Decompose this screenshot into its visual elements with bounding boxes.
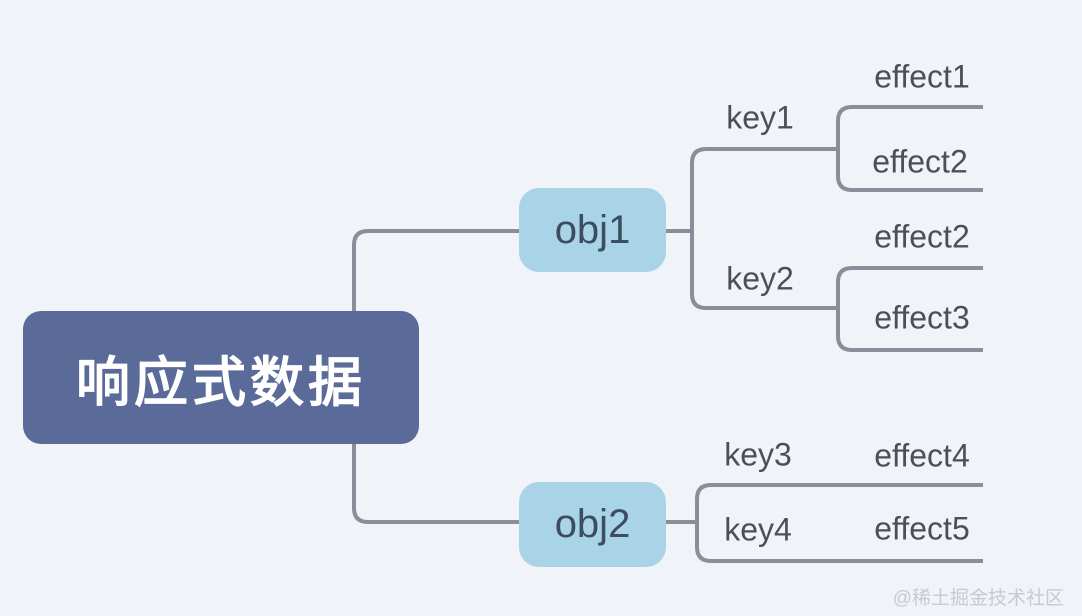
connector-key1-to-effects (836, 105, 983, 192)
connector-key2-to-effects (836, 266, 983, 352)
effect-node-effect5: effect5 (874, 510, 970, 547)
root-node-reactive-data: 响应式数据 (23, 311, 419, 444)
branch-node-obj2: obj2 (519, 482, 666, 567)
key-node-key3: key3 (724, 436, 792, 473)
connector-obj2-to-keys-effects (695, 483, 983, 563)
key-node-key4: key4 (724, 511, 792, 548)
effect-node-effect2-under-key2: effect2 (874, 218, 970, 255)
effect-node-effect1: effect1 (874, 58, 970, 95)
key-node-key2: key2 (726, 260, 794, 297)
effect-node-effect4: effect4 (874, 437, 970, 474)
effect-node-effect3: effect3 (874, 299, 970, 336)
effect-node-effect2-under-key1: effect2 (872, 143, 968, 180)
key-node-key1: key1 (726, 99, 794, 136)
branch-node-obj1: obj1 (519, 188, 666, 272)
connector-obj1-to-keys (690, 147, 838, 310)
juejin-watermark: @稀土掘金技术社区 (892, 588, 1064, 609)
